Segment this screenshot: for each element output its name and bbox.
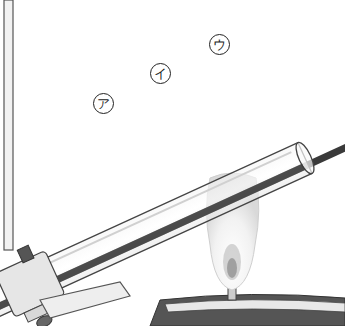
callout-number: イ [150,63,171,84]
stand-pole [4,0,13,250]
callout-number: ア [93,93,114,114]
callout-number: ウ [209,34,230,55]
test-tube [0,140,318,323]
alcohol-lamp [150,276,345,326]
stand-base [40,282,130,318]
